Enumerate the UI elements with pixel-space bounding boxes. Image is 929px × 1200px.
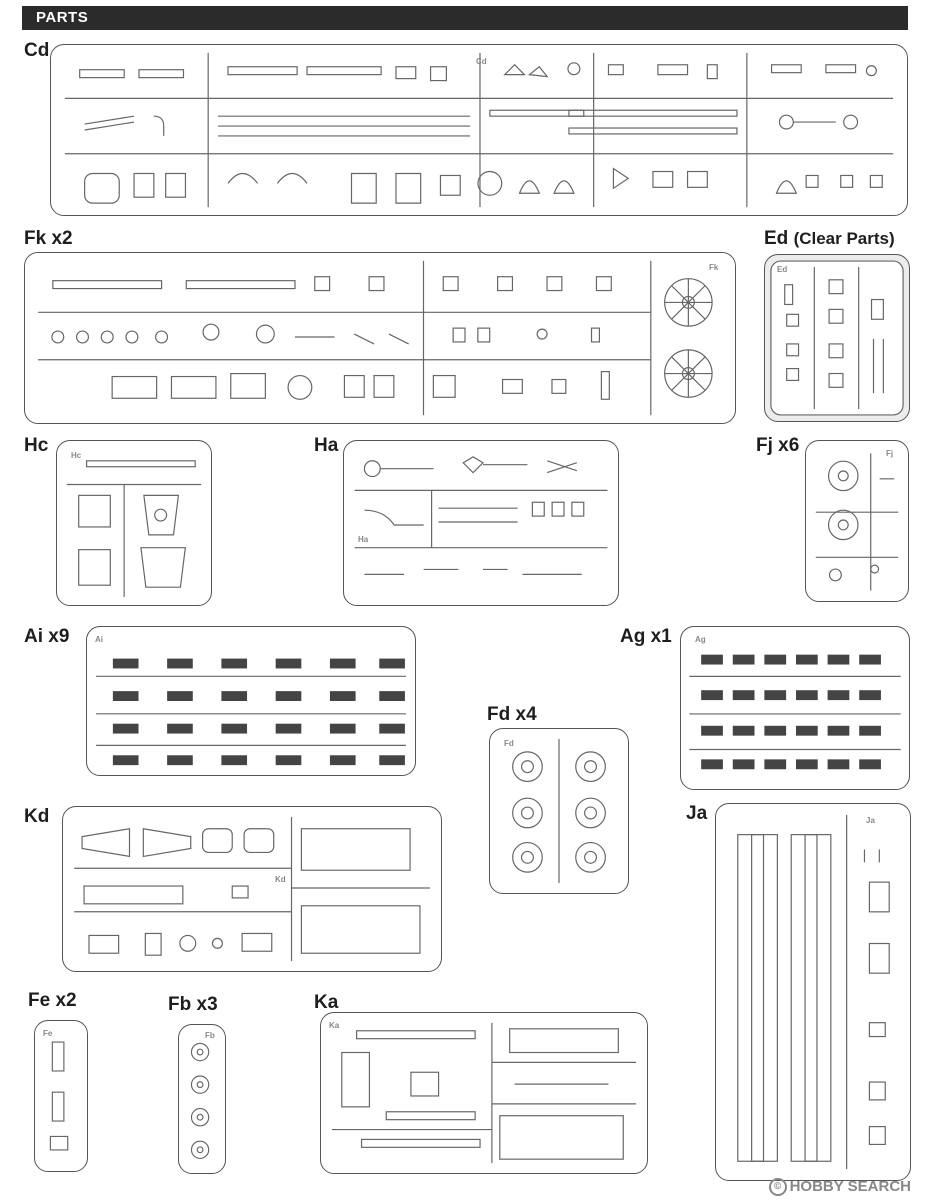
sprue-kd-tag: Kd <box>275 875 286 884</box>
sprue-label-ed: Ed (Clear Parts) <box>764 228 895 249</box>
sprue-label-ai: Ai x9 <box>24 626 70 647</box>
sprue-ed: Ed <box>764 254 910 422</box>
sprue-ka: Ka <box>320 1012 648 1174</box>
sprue-fd-tag: Fd <box>504 739 514 748</box>
sprue-fk-drawing <box>38 260 713 416</box>
sprue-ha-drawing <box>354 456 608 575</box>
sprue-fj-tag: Fj <box>886 449 894 458</box>
sprue-kd-drawing <box>74 816 430 962</box>
sprue-ja: Ja <box>715 803 911 1181</box>
sprue-ha: Ha <box>343 440 619 606</box>
sprue-label-ag: Ag x1 <box>620 626 672 647</box>
sprue-ai-tag: Ai <box>95 635 103 644</box>
sprue-fe-drawing <box>49 1041 69 1151</box>
sprue-hc-drawing <box>66 460 202 598</box>
sprue-fj: Fj <box>805 440 909 602</box>
sprue-ka-tag: Ka <box>329 1021 340 1030</box>
parts-header-bar: PARTS <box>22 6 908 30</box>
sprue-label-ha: Ha <box>314 435 339 456</box>
sprue-label-fj: Fj x6 <box>756 435 800 456</box>
sprue-label-kd: Kd <box>24 806 50 827</box>
sprue-ja-drawing <box>737 814 890 1170</box>
sprue-fd-drawing <box>512 739 606 883</box>
top-page-strip <box>0 0 929 5</box>
sprue-fe: Fe <box>34 1020 88 1172</box>
sprue-ka-drawing <box>331 1022 637 1164</box>
sprue-label-fk: Fk x2 <box>24 228 73 249</box>
sprue-cd-drawing <box>64 52 894 208</box>
sprue-ag-tag: Ag <box>695 635 706 644</box>
sprue-fb-tag: Fb <box>205 1031 215 1040</box>
sprue-fk: Fk <box>24 252 736 424</box>
hobby-search-watermark: ©HOBBY SEARCH <box>768 1178 911 1196</box>
sprue-fb: Fb <box>178 1024 226 1174</box>
sprue-ed-drawing <box>770 260 904 416</box>
copyright-icon: © <box>768 1178 787 1196</box>
sprue-cd-tag: Cd <box>476 57 487 66</box>
sprue-fe-tag: Fe <box>43 1029 53 1038</box>
sprue-ai: Ai <box>86 626 416 776</box>
sprue-fk-tag: Fk <box>709 263 719 272</box>
sprue-ha-tag: Ha <box>358 535 369 544</box>
sprue-ag-drawing <box>689 654 901 770</box>
parts-header-title: PARTS <box>36 9 89 26</box>
sprue-label-ka: Ka <box>314 992 339 1013</box>
sprue-cd: Cd <box>50 44 908 216</box>
sprue-ag: Ag <box>680 626 910 790</box>
sprue-label-fd: Fd x4 <box>487 704 537 725</box>
sprue-ai-drawing <box>96 658 406 766</box>
sprue-label-hc: Hc <box>24 435 49 456</box>
sprue-label-fe: Fe x2 <box>28 990 77 1011</box>
sprue-label-cd: Cd <box>24 40 50 61</box>
sprue-kd: Kd <box>62 806 442 972</box>
sprue-hc-tag: Hc <box>71 451 82 460</box>
sprue-label-ja: Ja <box>686 803 708 824</box>
sprue-fb-drawing <box>190 1042 210 1159</box>
sprue-fd: Fd <box>489 728 629 894</box>
sprue-label-fb: Fb x3 <box>168 994 218 1015</box>
sprue-ja-tag: Ja <box>866 816 875 825</box>
sprue-hc: Hc <box>56 440 212 606</box>
sprue-fj-drawing <box>815 453 899 591</box>
sprue-ed-tag: Ed <box>777 265 788 274</box>
